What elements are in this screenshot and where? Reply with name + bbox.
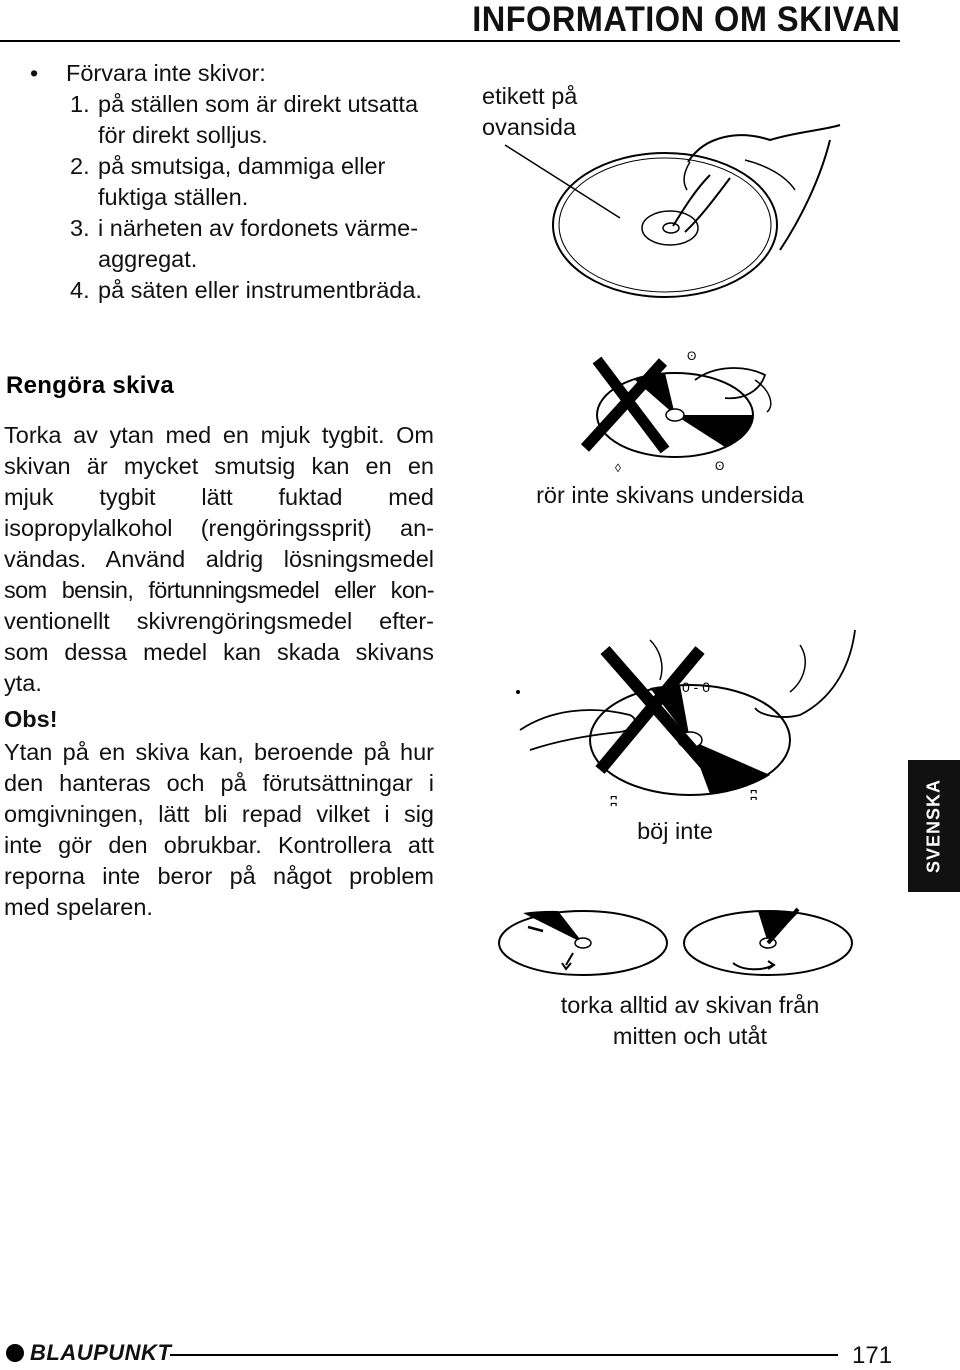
brand-name: BLAUPUNKT bbox=[30, 1340, 172, 1365]
squiggle-mark: ʭ bbox=[610, 793, 617, 809]
list-item: 3. i närheten av fordonets värme-aggrega… bbox=[30, 213, 450, 275]
list-line: på säten eller instrumentbräda. bbox=[98, 277, 422, 303]
list-line: för direkt solljus. bbox=[98, 122, 268, 148]
list-text: på smutsiga, dammiga eller fuktiga ställe… bbox=[98, 151, 385, 213]
paragraph-line: mjuk tygbit lätt fuktad med bbox=[4, 484, 434, 510]
footer-rule bbox=[170, 1354, 838, 1356]
caption-line: torka alltid av skivan från bbox=[560, 992, 820, 1018]
no-bend-illustration: 0 - 0 ʭ ʭ bbox=[516, 629, 856, 809]
header-rule bbox=[0, 40, 900, 42]
paragraph-line: Torka av ytan med en mjuk tygbit. Om bbox=[4, 422, 434, 448]
paragraph-line: vändas. Använd aldrig lösningsmedel bbox=[4, 546, 434, 572]
list-number: 2. bbox=[70, 153, 90, 179]
list-line: på ställen som är direkt utsatta bbox=[98, 91, 419, 117]
list-number: 3. bbox=[70, 215, 90, 241]
note-paragraph: Ytan på en skiva kan, beroende på hur de… bbox=[4, 737, 434, 923]
paragraph-line: som bensin, förtunningsmedel eller kon- bbox=[4, 577, 435, 603]
paragraph-line: ventionellt skivrengöringsmedel efter- bbox=[4, 608, 434, 634]
squiggle-mark: ʘ bbox=[687, 349, 696, 363]
squiggle-mark: ʘ bbox=[715, 459, 724, 473]
storage-list: • Förvara inte skivor: 1. på ställen som… bbox=[30, 58, 450, 306]
paragraph-line: den hanteras och på förutsättningar i bbox=[4, 770, 434, 796]
caption-line: mitten och utåt bbox=[612, 1023, 768, 1049]
list-text: i närheten av fordonets värme-aggregat. bbox=[98, 213, 418, 275]
bullet-icon: • bbox=[30, 60, 39, 86]
list-text: på säten eller instrumentbräda. bbox=[98, 275, 422, 306]
caption-label-top: etikett på ovansida bbox=[482, 81, 577, 143]
paragraph-line: med spelaren. bbox=[4, 894, 153, 920]
squiggle-mark: ◊ bbox=[615, 461, 621, 475]
list-line: fuktiga ställen. bbox=[98, 184, 249, 210]
caption-line: etikett på bbox=[482, 83, 578, 109]
brand-logo: BLAUPUNKT bbox=[6, 1340, 171, 1366]
brand-dot-icon bbox=[6, 1344, 24, 1362]
language-tab: SVENSKA bbox=[908, 760, 960, 892]
list-line: i närheten av fordonets värme- bbox=[98, 215, 419, 241]
cleaning-paragraph: Torka av ytan med en mjuk tygbit. Om ski… bbox=[4, 420, 435, 699]
list-item: 4. på säten eller instrumentbräda. bbox=[30, 275, 450, 306]
list-line: på smutsiga, dammiga eller bbox=[98, 153, 386, 179]
list-number: 4. bbox=[70, 277, 90, 303]
caption-line: ovansida bbox=[482, 114, 577, 140]
list-number: 1. bbox=[70, 91, 90, 117]
paragraph-line: isopropylalkohol (rengöringssprit) an- bbox=[4, 515, 434, 541]
paragraph-line: omgivningen, lätt bli repad vilket i sig bbox=[4, 801, 434, 827]
list-text: på ställen som är direkt utsatta för dire… bbox=[98, 89, 418, 151]
paragraph-line: som dessa medel kan skada skivans bbox=[4, 639, 434, 665]
wipe-illustration bbox=[498, 907, 853, 976]
no-touch-illustration: ʘ ◊ ʘ bbox=[580, 349, 772, 475]
squiggle-mark: 0 - 0 bbox=[682, 679, 710, 695]
page-number: 171 bbox=[852, 1342, 893, 1369]
note-heading: Obs! bbox=[4, 706, 58, 732]
list-item: 2. på smutsiga, dammiga eller fuktiga stä… bbox=[30, 151, 450, 213]
language-tab-label: SVENSKA bbox=[923, 778, 944, 874]
squiggle-mark: ʭ bbox=[750, 787, 757, 803]
storage-intro: • Förvara inte skivor: bbox=[30, 58, 450, 89]
paragraph-line: yta. bbox=[4, 670, 42, 696]
list-item: 1. på ställen som är direkt utsatta för d… bbox=[30, 89, 450, 151]
paragraph-line: inte gör den obrukbar. Kontrollera att bbox=[4, 832, 434, 858]
storage-intro-text: Förvara inte skivor: bbox=[66, 60, 266, 86]
list-line: aggregat. bbox=[98, 246, 198, 272]
caption-no-touch: rör inte skivans undersida bbox=[536, 482, 804, 508]
paragraph-line: skivan är mycket smutsig kan en en bbox=[4, 453, 434, 479]
page-title: INFORMATION OM SKIVAN bbox=[471, 0, 900, 39]
caption-no-bend: böj inte bbox=[637, 818, 713, 844]
caption-wipe: torka alltid av skivan från mitten och u… bbox=[520, 990, 860, 1052]
paragraph-line: reporna inte beror på något problem bbox=[4, 863, 434, 889]
paragraph-line: Ytan på en skiva kan, beroende på hur bbox=[4, 739, 434, 765]
disc-label-illustration bbox=[504, 124, 841, 298]
section-heading: Rengöra skiva bbox=[6, 372, 174, 399]
